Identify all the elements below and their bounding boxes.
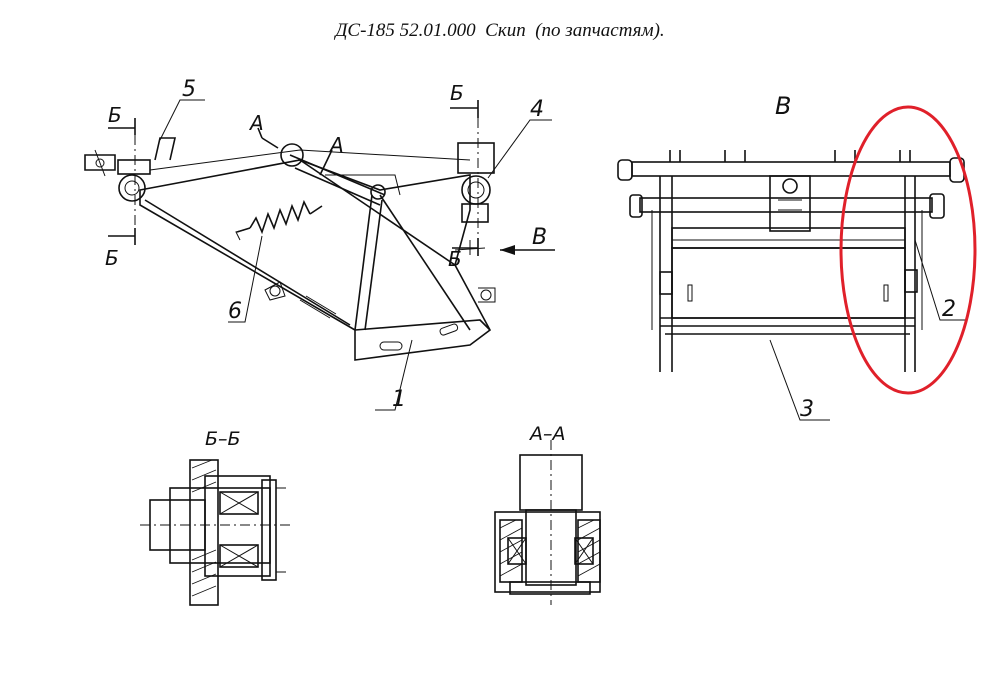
callout-5: 5 — [182, 77, 196, 102]
section-mark-b-bottom-left: Б — [105, 246, 119, 270]
callout-3: 3 — [800, 397, 814, 422]
callout-6: 6 — [228, 299, 242, 324]
callout-4: 4 — [530, 97, 544, 122]
section-mark-b-top-left: Б — [108, 103, 122, 127]
section-b-b: Б–Б — [140, 428, 290, 606]
view-v-title: В — [775, 92, 791, 120]
drawing-title: ДС-185 52.01.000 Скип (по запчастям). — [335, 20, 665, 41]
callout-2: 2 — [942, 297, 956, 322]
view-mark-v-arrow: В — [532, 225, 547, 250]
callout-1: 1 — [392, 387, 406, 412]
section-a-a-title: А–А — [528, 423, 566, 445]
section-a-a: А–А — [494, 423, 601, 605]
section-mark-b-top-right: Б — [450, 81, 464, 105]
section-b-b-title: Б–Б — [205, 428, 241, 450]
section-mark-a-1: А — [248, 111, 264, 135]
side-view: Б Б Б Б А А В 5 4 6 1 — [84, 77, 555, 412]
section-mark-b-bottom-right: Б — [448, 247, 462, 271]
highlight-ellipse — [839, 105, 977, 395]
section-mark-a-2: А — [328, 133, 344, 157]
view-v: В — [617, 92, 977, 422]
